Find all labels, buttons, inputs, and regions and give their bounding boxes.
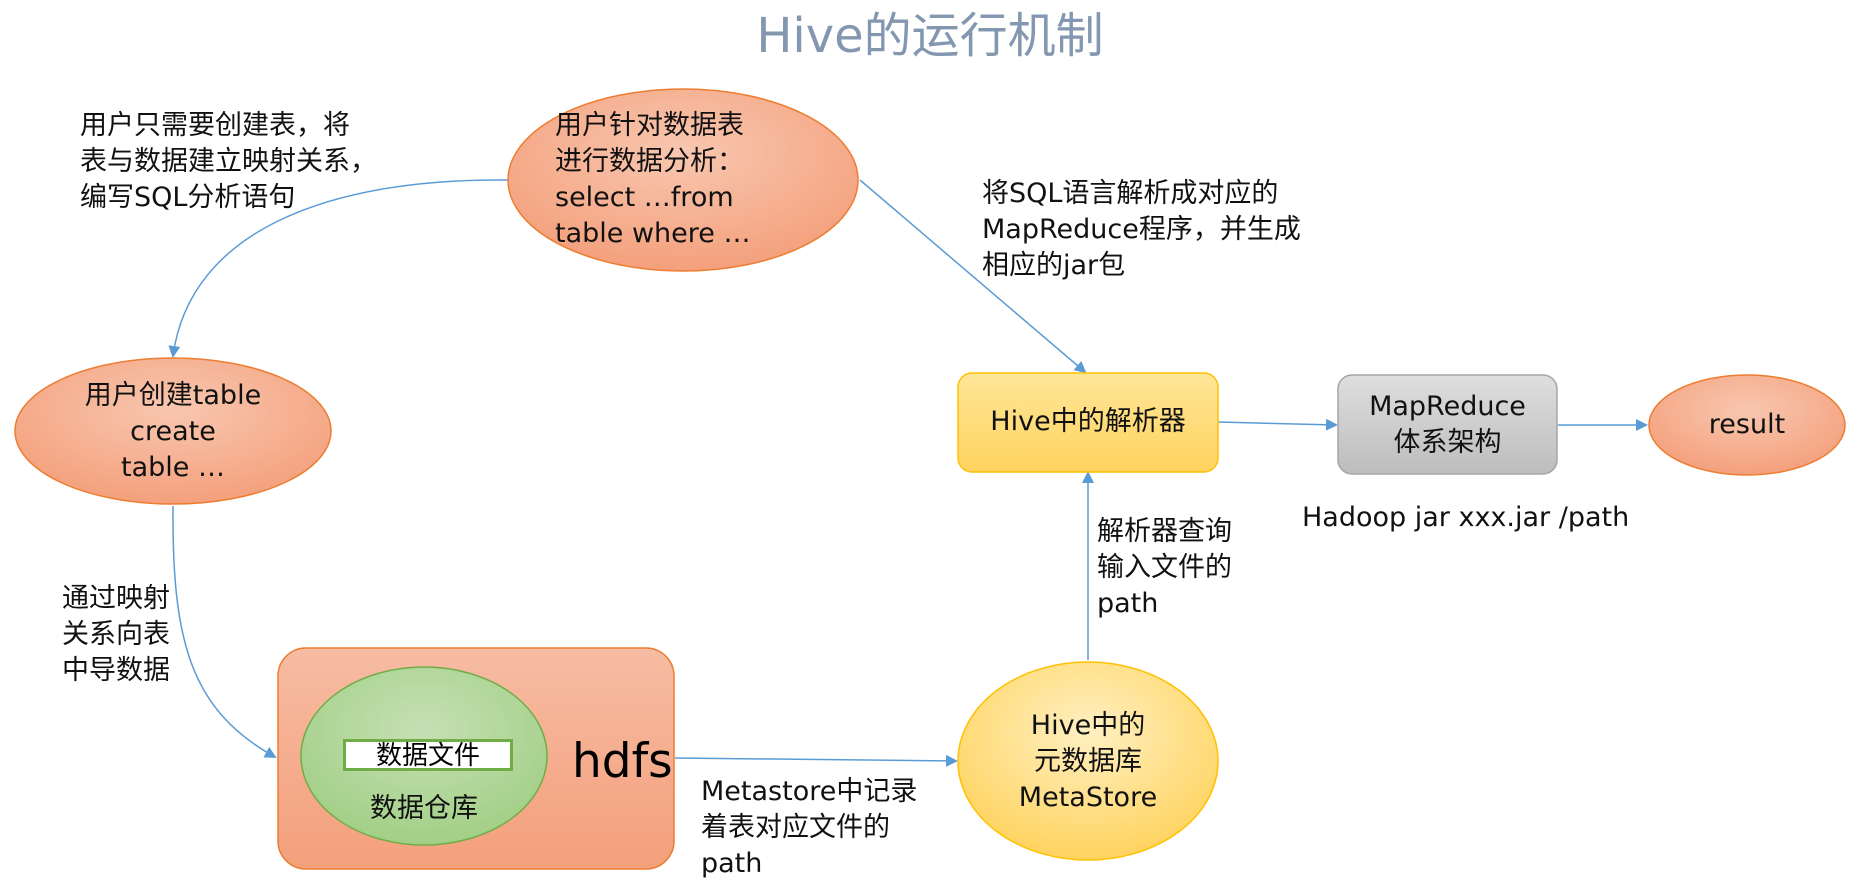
diagram-title: Hive的运行机制	[756, 8, 1104, 64]
user-analysis-label: 用户针对数据表 进行数据分析： select …from table where…	[555, 110, 751, 249]
hdfs-label: hdfs	[572, 734, 673, 789]
parser-query-note: 解析器查询 输入文件的 path	[1097, 516, 1232, 619]
load-data-note: 通过映射 关系向表 中导数据	[62, 583, 170, 686]
user-analysis-node	[507, 88, 859, 272]
data-file-box: 数据文件	[343, 739, 513, 771]
result-node	[1648, 374, 1846, 476]
hadoop-command-note: Hadoop jar xxx.jar /path	[1302, 502, 1630, 533]
metastore-note: Metastore中记录 着表对应文件的 path	[701, 776, 918, 879]
arrow-parser-to-mapreduce	[1217, 418, 1338, 431]
arrow-create-to-hdfs	[172, 505, 277, 758]
mapreduce-node	[1337, 374, 1558, 475]
mapreduce-label: MapReduce 体系架构	[1369, 391, 1526, 458]
data-warehouse-label: 数据仓库	[370, 793, 478, 824]
metastore-node	[957, 661, 1219, 861]
arrow-analysis-to-parser	[859, 179, 1087, 374]
result-label: result	[1708, 409, 1786, 440]
parser-node	[957, 372, 1219, 473]
user-create-label: 用户创建table create table …	[84, 380, 262, 483]
arrow-hdfs-to-metastore	[674, 754, 958, 767]
parser-label: Hive中的解析器	[990, 406, 1186, 437]
create-table-note: 用户只需要创建表，将 表与数据建立映射关系， 编写SQL分析语句	[80, 110, 377, 213]
metastore-label: Hive中的 元数据库 MetaStore	[1018, 710, 1158, 813]
arrow-analysis-to-create	[168, 179, 509, 358]
user-create-node	[14, 357, 332, 505]
sql-parse-note: 将SQL语言解析成对应的 MapReduce程序，并生成 相应的jar包	[982, 178, 1301, 281]
